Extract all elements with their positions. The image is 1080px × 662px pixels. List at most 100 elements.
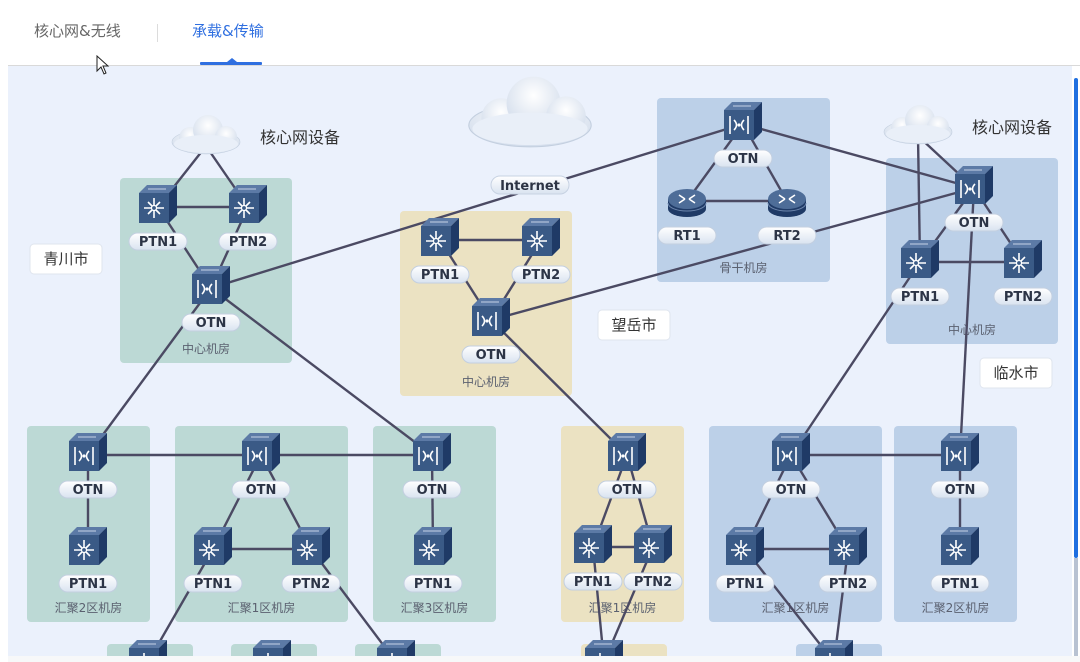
topology-diagram: 中心机房中心机房骨干机房中心机房汇聚2区机房汇聚1区机房汇聚3区机房汇聚1区机房… bbox=[27, 76, 1058, 656]
device-qa1-otn[interactable]: OTN bbox=[231, 433, 291, 499]
topology-canvas[interactable]: 中心机房中心机房骨干机房中心机房汇聚2区机房汇聚1区机房汇聚3区机房汇聚1区机房… bbox=[8, 66, 1072, 656]
ptn-device-icon bbox=[377, 640, 415, 656]
device-qa3-ptn1[interactable]: PTN1 bbox=[403, 527, 463, 593]
cloud-icon[interactable] bbox=[883, 105, 953, 145]
device-b4-dev[interactable] bbox=[585, 640, 623, 656]
link-wy-otn-wa1-otn[interactable] bbox=[490, 319, 628, 456]
device-label-pill bbox=[403, 574, 463, 593]
device-label: PTN1 bbox=[726, 577, 764, 592]
device-label-pill bbox=[461, 345, 521, 364]
ptn-device-icon bbox=[421, 218, 459, 256]
otn-device-icon bbox=[192, 266, 230, 304]
room-label: 中心机房 bbox=[182, 341, 230, 356]
device-b1-dev[interactable] bbox=[129, 640, 167, 656]
room-r-ls-agg2[interactable]: 汇聚2区机房 bbox=[894, 426, 1017, 622]
device-label: OTN bbox=[246, 483, 277, 498]
device-la1-ptn1[interactable]: PTN1 bbox=[715, 527, 775, 593]
device-label-pill bbox=[930, 480, 990, 499]
device-label: OTN bbox=[776, 483, 807, 498]
room-r-ls-agg1[interactable]: 汇聚1区机房 bbox=[709, 426, 882, 622]
device-wa1-otn[interactable]: OTN bbox=[597, 433, 657, 499]
device-la2-ptn1[interactable]: PTN1 bbox=[930, 527, 990, 593]
link-qc-otn-bb-otn[interactable] bbox=[210, 122, 744, 290]
device-qa2-ptn1[interactable]: PTN1 bbox=[58, 527, 118, 593]
device-label: PTN2 bbox=[1004, 290, 1042, 305]
device-label: PTN1 bbox=[69, 577, 107, 592]
device-label-pill bbox=[410, 265, 470, 284]
mouse-cursor-icon bbox=[96, 55, 110, 75]
device-ls-otn[interactable]: OTN bbox=[944, 166, 1004, 232]
ptn-device-icon bbox=[129, 640, 167, 656]
device-qc-otn[interactable]: OTN bbox=[181, 266, 241, 332]
device-qc-ptn1[interactable]: PTN1 bbox=[128, 185, 188, 251]
cloud-icon[interactable] bbox=[468, 76, 592, 148]
device-wy-ptn1[interactable]: PTN1 bbox=[410, 218, 470, 284]
cloud-label: Internet bbox=[500, 179, 560, 194]
room-label: 汇聚2区机房 bbox=[55, 600, 123, 615]
device-b5-dev[interactable] bbox=[815, 640, 853, 656]
cloud-label-pill bbox=[490, 175, 570, 195]
device-label-pill bbox=[930, 574, 990, 593]
device-la1-ptn2[interactable]: PTN2 bbox=[818, 527, 878, 593]
tab-bearer-transport[interactable]: 承载&传输 bbox=[192, 22, 264, 40]
room-label: 骨干机房 bbox=[719, 260, 767, 275]
device-label-pill bbox=[761, 480, 821, 499]
tab-core-wireless[interactable]: 核心网&无线 bbox=[34, 22, 121, 40]
device-b2-dev[interactable] bbox=[253, 640, 291, 656]
device-label: OTN bbox=[959, 216, 990, 231]
ptn-device-icon bbox=[574, 525, 612, 563]
otn-device-icon bbox=[772, 433, 810, 471]
link-ls-otn-la2-otn[interactable] bbox=[958, 187, 976, 456]
device-label-pill bbox=[183, 574, 243, 593]
cloud-icon[interactable] bbox=[171, 115, 241, 155]
device-label: OTN bbox=[476, 348, 507, 363]
vertical-scrollbar-track[interactable] bbox=[1074, 558, 1078, 658]
device-la1-otn[interactable]: OTN bbox=[761, 433, 821, 499]
link-qc-otn-qa3-otn[interactable] bbox=[210, 287, 433, 456]
vertical-scrollbar-thumb[interactable] bbox=[1074, 78, 1078, 558]
device-qc-ptn2[interactable]: PTN2 bbox=[218, 185, 278, 251]
device-label: PTN1 bbox=[414, 577, 452, 592]
city-label-city-wy[interactable]: 望岳市 bbox=[597, 309, 671, 341]
device-ls-ptn1[interactable]: PTN1 bbox=[890, 240, 950, 306]
room-r-qc-agg3[interactable]: 汇聚3区机房 bbox=[373, 426, 496, 622]
city-name: 临水市 bbox=[993, 364, 1038, 382]
device-wa1-ptn1[interactable]: PTN1 bbox=[563, 525, 623, 591]
device-label-pill bbox=[757, 226, 817, 245]
device-wy-otn[interactable]: OTN bbox=[461, 298, 521, 364]
device-label-pill bbox=[944, 213, 1004, 232]
room-label: 汇聚1区机房 bbox=[762, 600, 830, 615]
device-ls-ptn2[interactable]: PTN2 bbox=[993, 240, 1053, 306]
ptn-device-icon bbox=[194, 527, 232, 565]
device-label-pill bbox=[231, 480, 291, 499]
room-label: 汇聚1区机房 bbox=[589, 600, 657, 615]
device-qa1-ptn1[interactable]: PTN1 bbox=[183, 527, 243, 593]
device-label-pill bbox=[58, 574, 118, 593]
device-wy-ptn2[interactable]: PTN2 bbox=[511, 218, 571, 284]
device-label: PTN2 bbox=[829, 577, 867, 592]
link-la1-ptn1-b5-dev[interactable] bbox=[744, 548, 834, 656]
link-wy-otn-ls-otn[interactable] bbox=[490, 186, 975, 322]
tab-separator bbox=[157, 24, 158, 42]
room-label: 汇聚1区机房 bbox=[228, 600, 296, 615]
device-qa2-otn[interactable]: OTN bbox=[58, 433, 118, 499]
device-bb-otn[interactable]: OTN bbox=[713, 102, 773, 168]
device-qa3-otn[interactable]: OTN bbox=[402, 433, 462, 499]
room-r-qc-agg1[interactable]: 汇聚1区机房 bbox=[175, 426, 348, 622]
device-bb-rt1[interactable]: RT1 bbox=[657, 189, 717, 245]
device-label-pill bbox=[818, 574, 878, 593]
device-qa1-ptn2[interactable]: PTN2 bbox=[281, 527, 341, 593]
link-bb-otn-ls-otn[interactable] bbox=[742, 122, 975, 190]
device-label-pill bbox=[563, 572, 623, 591]
city-label-city-qc[interactable]: 青川市 bbox=[29, 243, 103, 275]
device-la2-otn[interactable]: OTN bbox=[930, 433, 990, 499]
city-label-city-ls[interactable]: 临水市 bbox=[979, 357, 1053, 389]
link-qa1-ptn2-b3-dev[interactable] bbox=[310, 548, 396, 656]
room-label: 汇聚3区机房 bbox=[401, 600, 469, 615]
device-bb-rt2[interactable]: RT2 bbox=[757, 189, 817, 245]
device-wa1-ptn2[interactable]: PTN2 bbox=[623, 525, 683, 591]
device-b3-dev[interactable] bbox=[377, 640, 415, 656]
ptn-device-icon bbox=[829, 527, 867, 565]
ptn-device-icon bbox=[585, 640, 623, 656]
